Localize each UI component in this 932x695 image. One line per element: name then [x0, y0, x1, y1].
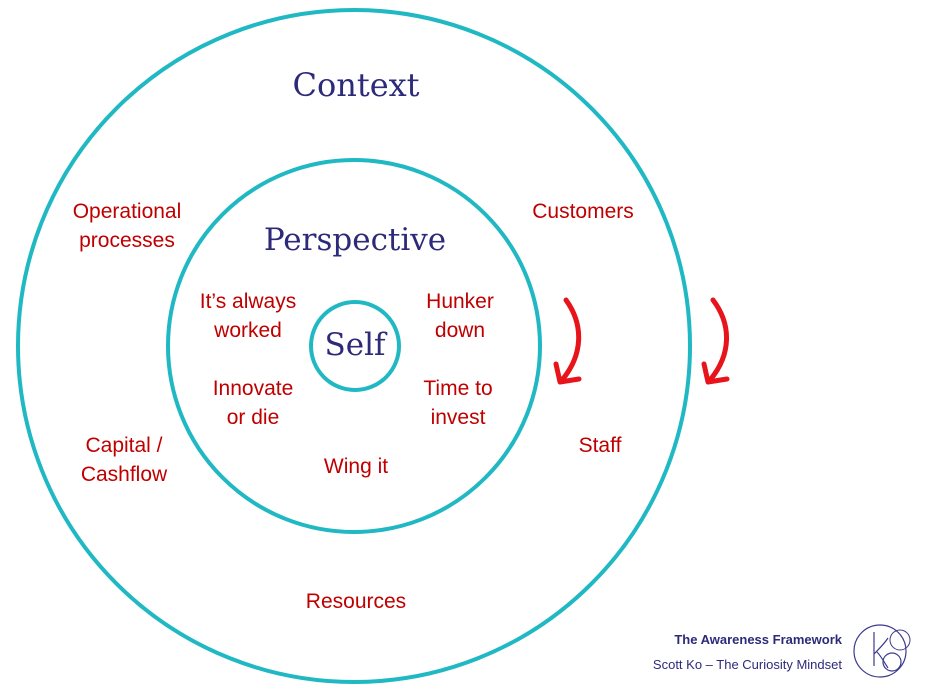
resources-label: Resources [305, 590, 407, 613]
footer-title: The Awareness Framework [674, 632, 842, 647]
operational-processes-label: Operational processes [72, 200, 182, 252]
self-ring [309, 300, 401, 392]
ko-monogram-logo [853, 624, 911, 678]
customers-label: Customers [532, 200, 634, 223]
rotation-arrow-icon [701, 297, 730, 385]
perspective-title: Perspective [263, 222, 447, 258]
staff-label: Staff [578, 434, 622, 457]
innovate-or-die-label: Innovate or die [212, 377, 294, 429]
self-title: Self [324, 327, 386, 363]
hunker-down-label: Hunker down [426, 290, 494, 342]
capital-cashflow-label: Capital / Cashflow [80, 434, 168, 486]
wing-it-label: Wing it [323, 455, 389, 478]
context-ring [16, 8, 692, 684]
rotation-arrow-icon [553, 297, 582, 385]
footer-author: Scott Ko – The Curiosity Mindset [652, 657, 842, 672]
time-to-invest-label: Time to invest [423, 377, 493, 429]
perspective-ring [166, 158, 542, 534]
always-worked-label: It’s always worked [199, 290, 297, 342]
context-title: Context [292, 66, 420, 104]
